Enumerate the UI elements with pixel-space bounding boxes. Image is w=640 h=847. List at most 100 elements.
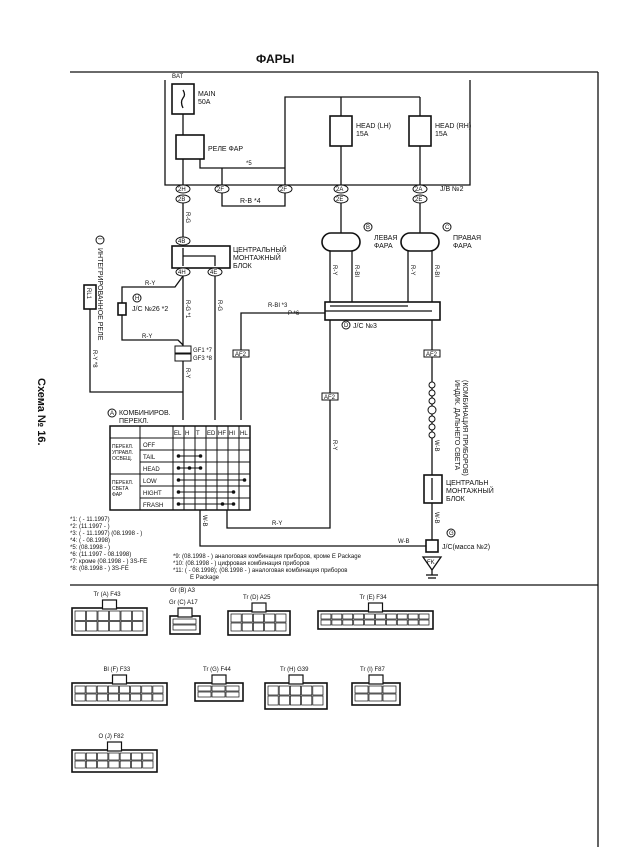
switch-label: ПЕРЕКЛ. xyxy=(119,418,149,425)
connector-pin xyxy=(407,613,419,620)
connector-pin xyxy=(141,693,153,702)
connector-pin xyxy=(131,752,143,761)
svg-text:E Package: E Package xyxy=(190,575,220,581)
svg-text:R-Y: R-Y xyxy=(331,440,337,450)
svg-text:J/C(масса №2): J/C(масса №2) xyxy=(442,544,490,551)
svg-text:R-B *4: R-B *4 xyxy=(240,198,261,205)
connector-pin xyxy=(368,693,383,702)
svg-text:2F: 2F xyxy=(217,187,224,193)
connector-pin xyxy=(418,613,430,620)
connector-label: Tr (D) A25 xyxy=(243,595,271,601)
headlamps: B ЛЕВАЯ ФАРА C ПРАВАЯ ФАРА R-Y R-BI R-Y … xyxy=(321,203,481,450)
jc26 xyxy=(117,302,127,316)
svg-text:МОНТАЖНЫЙ: МОНТАЖНЫЙ xyxy=(446,486,494,495)
connector-pin xyxy=(152,685,164,694)
switch-contact-dot xyxy=(176,454,181,458)
connector-pin xyxy=(290,695,301,706)
svg-text:R-BI: R-BI xyxy=(433,265,439,277)
svg-text:4H: 4H xyxy=(178,270,186,276)
switch-group-label: ОСВЕЩ. xyxy=(112,456,132,462)
connector-pin xyxy=(253,613,264,623)
footnotes-left: *1: ( - 11.1997) *2: (11.1997 - ) *3: ( … xyxy=(70,517,147,572)
svg-text:4E: 4E xyxy=(210,270,217,276)
connector-latch xyxy=(111,674,128,685)
connector-pin xyxy=(120,610,132,621)
connector-pin xyxy=(108,685,119,694)
switch-row-off: OFF xyxy=(143,443,155,449)
connector-latch xyxy=(177,607,193,618)
connector-pin xyxy=(382,693,397,702)
svg-text:МОНТАЖНЫЙ: МОНТАЖНЫЙ xyxy=(233,253,281,262)
connector-pin xyxy=(375,613,386,620)
switch-group-label: ПЕРЕКЛ. xyxy=(112,444,133,450)
connector-pin xyxy=(97,760,109,769)
connector-pin xyxy=(354,693,369,702)
connector-label: Tr (E) F34 xyxy=(360,595,388,601)
svg-text:2H: 2H xyxy=(178,187,186,193)
svg-text:2E: 2E xyxy=(415,197,422,203)
svg-text:БЛОК: БЛОК xyxy=(446,496,466,503)
connector-label: Bl (F) F33 xyxy=(104,667,131,673)
connector-pin xyxy=(386,613,397,620)
connector-pin xyxy=(119,752,131,761)
svg-text:GF1 *7: GF1 *7 xyxy=(193,348,213,354)
connector-pin xyxy=(97,610,109,621)
svg-text:БЛОК: БЛОК xyxy=(233,263,253,270)
svg-text:*11: ( - 08.1998); (08.1998 -: *11: ( - 08.1998); (08.1998 - ) аналогов… xyxy=(173,568,347,574)
svg-text:ЦЕНТРАЛЬН: ЦЕНТРАЛЬН xyxy=(446,480,488,487)
right-headlamp xyxy=(400,232,440,252)
connector-pin xyxy=(364,619,375,626)
connector-pin xyxy=(85,752,97,761)
svg-text:AF2: AF2 xyxy=(426,352,438,358)
svg-text:50A: 50A xyxy=(198,99,211,106)
svg-text:R-Y: R-Y xyxy=(145,281,155,287)
connector-pin xyxy=(97,752,109,761)
switch-contact-dot xyxy=(231,490,236,494)
jc-ground xyxy=(425,539,439,553)
svg-text:15A: 15A xyxy=(356,131,369,138)
switch-contact-dot xyxy=(220,502,225,506)
svg-text:C: C xyxy=(445,225,450,231)
svg-text:*4: ( - 08.1998): *4: ( - 08.1998) xyxy=(70,538,110,544)
svg-text:*5: (08.1998 - ): *5: (08.1998 - ) xyxy=(70,545,110,551)
svg-text:R-BI: R-BI xyxy=(353,265,359,277)
side-title: Схема № 16. xyxy=(35,378,47,446)
connector-pin xyxy=(108,693,119,702)
connector-pin xyxy=(278,685,290,696)
connector-pin xyxy=(141,685,153,694)
fuse-head-rh xyxy=(408,115,432,147)
svg-text:ПРАВАЯ: ПРАВАЯ xyxy=(453,235,481,242)
switch-contact-dot xyxy=(176,478,181,482)
svg-text:ЦЕНТРАЛЬНЫЙ: ЦЕНТРАЛЬНЫЙ xyxy=(233,245,287,254)
connector-pin xyxy=(74,685,86,694)
svg-text:*10: (08.1998 - ) цифровая ком: *10: (08.1998 - ) цифровая комбинация пр… xyxy=(173,561,310,567)
svg-text:*3: ( - 11.1997) (08.1998 - ): *3: ( - 11.1997) (08.1998 - ) xyxy=(70,531,142,537)
connector-pin xyxy=(74,610,86,621)
svg-text:R-Y: R-Y xyxy=(142,334,152,340)
connector-pin xyxy=(364,613,375,620)
switch-group-label: ПЕРЕКЛ. xyxy=(112,480,133,486)
connector-latch xyxy=(288,674,304,685)
connector-pin xyxy=(132,610,144,621)
connector-pin xyxy=(109,621,121,632)
connector-pin xyxy=(130,685,142,694)
svg-text:РЕЛЕ ФАР: РЕЛЕ ФАР xyxy=(208,146,243,153)
junction-block-2: BAT MAIN 50A РЕЛЕ ФАР *5 HEAD (LH) 15A H… xyxy=(164,74,471,193)
svg-text:FK: FK xyxy=(427,560,435,566)
svg-text:P *6: P *6 xyxy=(288,311,300,317)
connector-pin xyxy=(241,622,253,632)
svg-text:R-Y: R-Y xyxy=(409,265,415,275)
switch-contact-dot xyxy=(198,466,203,470)
connector-pin xyxy=(197,685,212,692)
connector-pin xyxy=(278,695,290,706)
connector-latch xyxy=(101,599,118,610)
connector-pin xyxy=(211,685,226,692)
svg-text:R-Y: R-Y xyxy=(272,521,282,527)
switch-row-low: LOW xyxy=(143,479,157,485)
connector-pin xyxy=(267,685,279,696)
connector-pin xyxy=(290,685,301,696)
connector-pin xyxy=(74,752,86,761)
svg-text:(КОМБИНАЦИЯ ПРИБОРОВ): (КОМБИНАЦИЯ ПРИБОРОВ) xyxy=(461,380,468,476)
switch-row-hight: HIGHT xyxy=(143,491,162,497)
connector-pin xyxy=(85,685,97,694)
